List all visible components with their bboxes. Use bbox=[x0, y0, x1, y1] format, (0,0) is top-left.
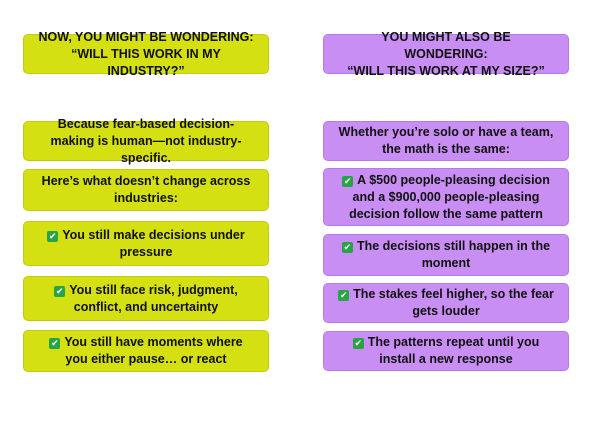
size-card-3: ✔The decisions still happen in the momen… bbox=[323, 234, 569, 276]
industry-card-text: Here’s what doesn’t change across indust… bbox=[41, 174, 251, 205]
check-icon: ✔ bbox=[338, 290, 350, 301]
size-card-2: ✔A $500 people-pleasing decision and a $… bbox=[323, 168, 569, 226]
size-card-1: Whether you’re solo or have a team, the … bbox=[323, 121, 569, 161]
check-icon: ✔ bbox=[54, 285, 66, 297]
industry-header-card: NOW, YOU MIGHT BE WONDERING: “WILL THIS … bbox=[23, 30, 269, 78]
size-card-text: Whether you’re solo or have a team, the … bbox=[338, 125, 554, 156]
size-card-text: The decisions still happen in the moment bbox=[356, 239, 551, 270]
size-card-5: ✔The patterns repeat until you install a… bbox=[323, 331, 569, 371]
industry-card-text: You still make decisions under pressure bbox=[62, 227, 245, 259]
check-icon: ✔ bbox=[352, 338, 364, 349]
industry-card-text: You still have moments where you either … bbox=[64, 335, 243, 366]
size-header-card: YOU MIGHT ALSO BE WONDERING: “WILL THIS … bbox=[323, 30, 569, 78]
industry-card-text: Because fear-based decision-making is hu… bbox=[50, 116, 242, 165]
size-header-text: YOU MIGHT ALSO BE WONDERING: “WILL THIS … bbox=[347, 29, 545, 78]
industry-card-text: You still face risk, judgment, conflict,… bbox=[69, 282, 238, 314]
industry-card-3: ✔You still make decisions under pressure bbox=[23, 221, 269, 266]
size-card-text: A $500 people-pleasing decision and a $9… bbox=[349, 172, 550, 221]
industry-card-1: Because fear-based decision-making is hu… bbox=[23, 117, 269, 165]
size-card-text: The patterns repeat until you install a … bbox=[367, 335, 540, 366]
industry-card-4: ✔You still face risk, judgment, conflict… bbox=[23, 276, 269, 321]
check-icon: ✔ bbox=[49, 338, 61, 349]
industry-card-2: Here’s what doesn’t change across indust… bbox=[23, 169, 269, 211]
check-icon: ✔ bbox=[341, 242, 353, 253]
check-icon: ✔ bbox=[47, 230, 59, 242]
check-icon: ✔ bbox=[342, 175, 354, 187]
industry-card-5: ✔You still have moments where you either… bbox=[23, 330, 269, 372]
size-card-text: The stakes feel higher, so the fear gets… bbox=[353, 287, 554, 318]
size-card-4: ✔The stakes feel higher, so the fear get… bbox=[323, 283, 569, 323]
industry-header-text: NOW, YOU MIGHT BE WONDERING: “WILL THIS … bbox=[38, 29, 254, 78]
